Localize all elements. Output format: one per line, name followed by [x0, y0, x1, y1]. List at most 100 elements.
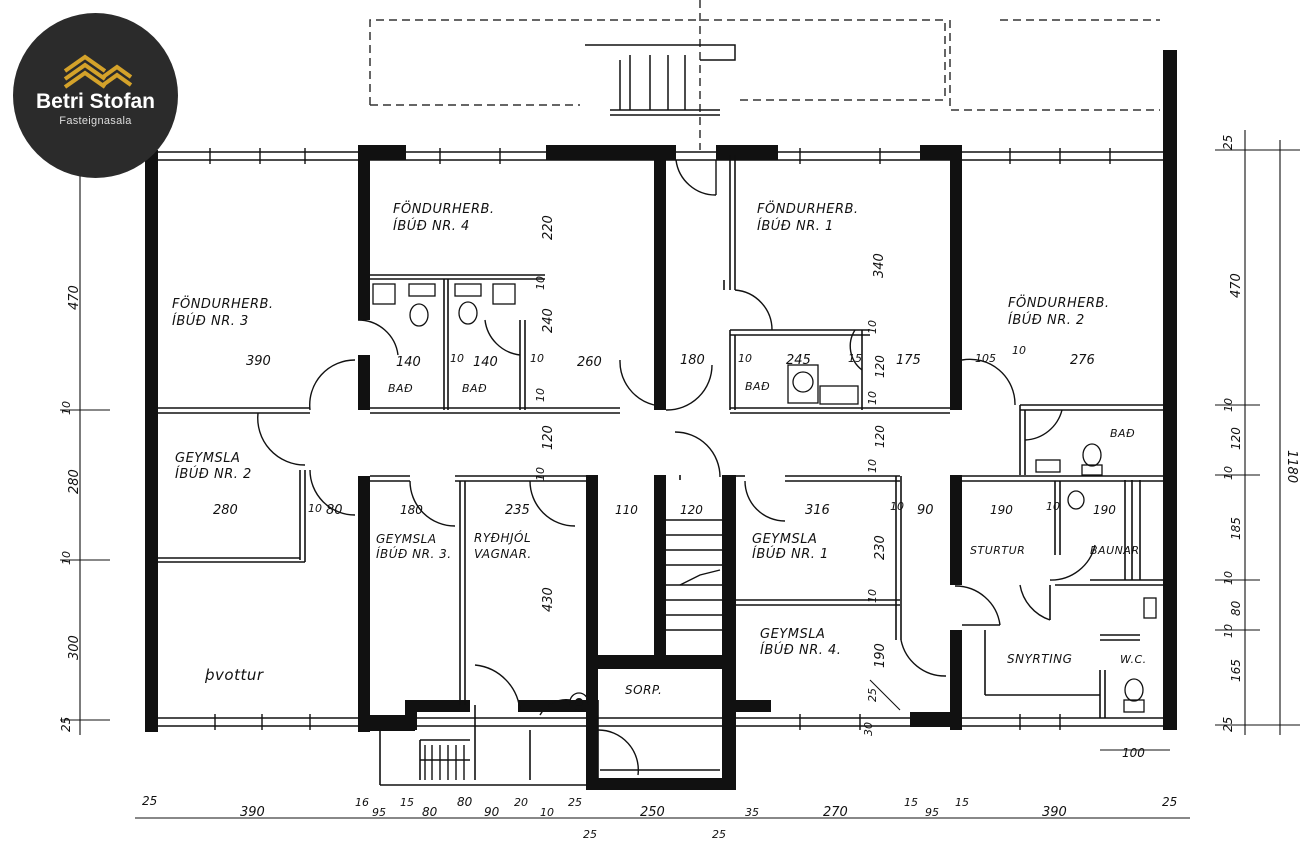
dimension-value: 470	[67, 285, 82, 310]
room-label: STURTUR	[970, 544, 1025, 557]
dimension-value: 10	[1012, 344, 1026, 357]
dimension-value: 280	[213, 503, 238, 518]
dimension-value: 25	[1221, 717, 1235, 732]
right-dimensions: 25 470 10 120 10 185 10 80 10 165 25 118…	[1221, 135, 1299, 732]
drain-marker	[575, 698, 583, 706]
dimension-value: 190	[1093, 503, 1116, 517]
dimension-value: 120	[873, 425, 887, 448]
dimension-numbers: 390 140 10 140 10 260 180 10 245 15 175 …	[213, 344, 1145, 760]
logo-brand: Betri Stofan	[35, 90, 155, 113]
dimension-value: 10	[60, 551, 73, 565]
dimension-value: 120	[541, 425, 556, 450]
room-label: ÍBÚÐ NR. 3	[172, 313, 249, 329]
room-label: ÍBÚÐ NR. 1	[757, 218, 834, 234]
dimension-value: 80	[422, 805, 438, 819]
room-label: BAÐ	[1110, 427, 1135, 440]
company-logo: Betri Stofan Fasteignasala	[13, 13, 178, 178]
room-label: BAÐ	[462, 382, 487, 395]
central-stair	[420, 519, 722, 780]
dimension-value: 340	[872, 253, 887, 278]
dimension-value: 1180	[1284, 450, 1299, 483]
dimension-value: 80	[1229, 600, 1243, 616]
dimension-value: 10	[1222, 571, 1235, 585]
dimension-value: 25	[712, 828, 726, 841]
dimension-value: 240	[541, 308, 556, 333]
room-label: BAÐ	[745, 380, 770, 393]
house-roof-icon	[63, 54, 133, 89]
dimension-value: 10	[866, 320, 879, 334]
dimension-value: 15	[848, 352, 862, 365]
room-label: W.C.	[1120, 653, 1147, 666]
dimension-value: 390	[240, 805, 265, 820]
dimension-value: 390	[1042, 805, 1067, 820]
bathroom-fixtures	[372, 283, 1157, 713]
vertical-dimensions: 220 10 240 10 120 10 430 340 10 120 10 1…	[534, 215, 888, 736]
dimension-value: 10	[866, 589, 879, 603]
room-label: BAÐ	[388, 382, 413, 395]
room-label: ÍBÚÐ NR. 4.	[760, 642, 841, 658]
exterior-thin-walls	[150, 44, 1175, 727]
dimension-value: 140	[396, 355, 421, 370]
dimension-value: 80	[326, 503, 343, 518]
dimension-value: 10	[534, 388, 547, 402]
dimension-value: 230	[873, 535, 888, 560]
dimension-value: 90	[484, 805, 500, 819]
dimension-value: 10	[1222, 466, 1235, 480]
dimension-value: 10	[866, 391, 879, 405]
dimension-value: 10	[530, 352, 544, 365]
dimension-value: 10	[1046, 500, 1060, 513]
room-label: GEYMSLA	[752, 532, 817, 547]
dimension-value: 180	[400, 503, 423, 517]
dimension-value: 25	[1221, 135, 1235, 150]
dimension-value: 15	[955, 796, 969, 809]
dimension-value: 15	[400, 796, 414, 809]
dimension-value: 235	[505, 503, 530, 518]
dimension-value: 10	[450, 352, 464, 365]
room-label: SORP.	[625, 683, 662, 697]
dimension-value: 250	[640, 805, 665, 820]
dimension-value: 35	[745, 806, 759, 819]
dimension-value: 276	[1070, 353, 1095, 368]
room-label: RYÐHJÓL	[474, 530, 531, 545]
thick-walls	[145, 50, 1177, 790]
room-label: þvottur	[204, 666, 264, 684]
dimension-value: 95	[372, 806, 386, 819]
room-label: ÍBÚÐ NR. 3.	[376, 546, 452, 561]
dimension-value: 190	[873, 643, 888, 668]
dimension-value: 25	[1162, 795, 1177, 809]
dimension-value: 25	[866, 688, 879, 702]
room-label: BAUNAR	[1090, 544, 1140, 557]
dimension-value: 185	[1229, 517, 1243, 540]
dimension-value: 95	[925, 806, 939, 819]
logo-subtitle: Fasteignasala	[59, 115, 132, 127]
dimension-value: 175	[896, 353, 921, 368]
dashed-outlines	[369, 0, 1160, 150]
dimension-value: 10	[308, 502, 322, 515]
room-label: FÖNDURHERB.	[393, 200, 495, 217]
dimension-value: 390	[246, 354, 271, 369]
dimension-value: 120	[873, 355, 887, 378]
dimension-value: 25	[568, 796, 582, 809]
dimension-value: 100	[1122, 746, 1145, 760]
door-swings	[257, 159, 1096, 776]
dimension-value: 110	[615, 503, 638, 517]
dimension-value: 10	[540, 806, 554, 819]
dimension-value: 15	[904, 796, 918, 809]
dimension-value: 190	[990, 503, 1013, 517]
dimension-value: 105	[975, 352, 996, 365]
dimension-value: 165	[1229, 659, 1243, 682]
room-labels: FÖNDURHERB. ÍBÚÐ NR. 3 FÖNDURHERB. ÍBÚÐ …	[172, 200, 1147, 697]
dimension-value: 470	[1229, 273, 1244, 298]
room-label: ÍBÚÐ NR. 4	[393, 218, 470, 234]
room-label: ÍBÚÐ NR. 2	[175, 466, 252, 482]
room-label: FÖNDURHERB.	[1008, 294, 1110, 311]
dimension-value: 10	[890, 500, 904, 513]
dimension-value: 316	[805, 503, 830, 518]
room-label: GEYMSLA	[376, 532, 437, 546]
dimension-value: 10	[866, 459, 879, 473]
left-dimensions: 25 470 10 280 10 300 25	[59, 145, 82, 732]
dimension-value: 120	[680, 503, 703, 517]
dimension-value: 10	[60, 401, 73, 415]
bottom-dimensions: 25 390 16 95 15 80 80 90 20 10 25 250 35…	[142, 794, 1177, 841]
